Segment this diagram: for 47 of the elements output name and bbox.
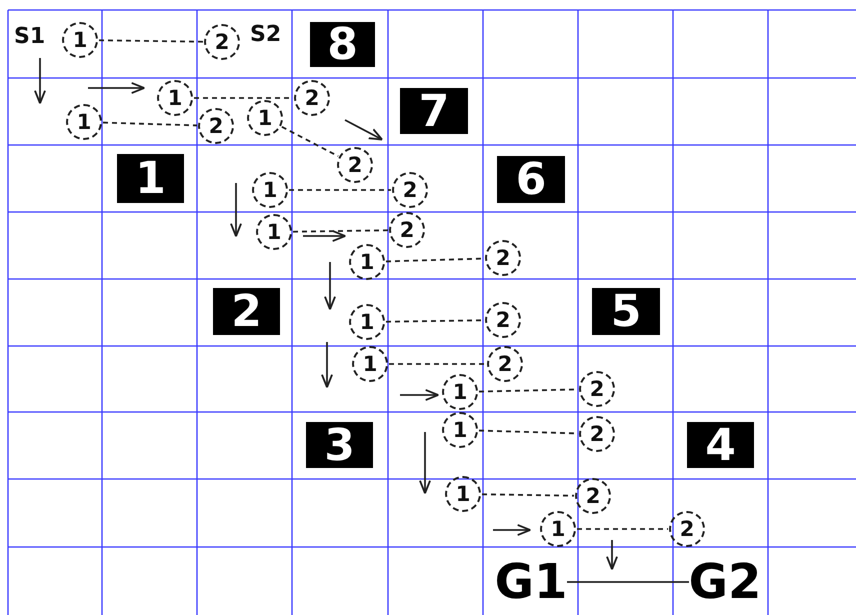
dashed-line (389, 363, 486, 365)
dashed-circle: 2 (204, 24, 240, 60)
dashed-circle: 1 (157, 80, 193, 116)
dashed-line (577, 528, 668, 530)
dashed-line (289, 189, 391, 191)
dashed-line (292, 229, 388, 233)
dashed-circle: 1 (442, 412, 478, 448)
number-block: 5 (592, 288, 660, 335)
dashed-circle: 1 (62, 22, 98, 58)
connector-line (567, 581, 689, 583)
dashed-circle: 2 (389, 212, 425, 248)
dashed-line (482, 493, 574, 497)
dashed-circle: 2 (294, 80, 330, 116)
dashed-circle: 1 (252, 172, 288, 208)
dashed-circle: 2 (485, 240, 521, 276)
number-block: 2 (213, 288, 280, 335)
dashed-circle: 1 (349, 244, 385, 280)
dashed-circle: 2 (485, 302, 521, 338)
dashed-circle: 2 (575, 478, 611, 514)
dashed-circle: 1 (247, 100, 283, 136)
dashed-circle: 1 (445, 476, 481, 512)
number-block: 4 (687, 422, 754, 468)
dashed-circle: 2 (392, 172, 428, 208)
number-block: 8 (310, 22, 375, 67)
dashed-circle: 2 (198, 108, 234, 144)
goal-label: G2 (683, 560, 767, 604)
dashed-circle: 1 (66, 104, 102, 140)
dashed-circle: 2 (337, 147, 373, 183)
dashed-circle: 1 (352, 346, 388, 382)
dashed-line (281, 126, 339, 157)
number-block: 1 (117, 154, 184, 203)
dashed-circle: 1 (256, 214, 292, 250)
dashed-circle: 2 (579, 371, 615, 407)
dashed-circle: 2 (669, 511, 705, 547)
dashed-line (98, 39, 204, 43)
number-block: 7 (400, 88, 468, 134)
number-block: 6 (497, 156, 565, 203)
dashed-circle: 1 (442, 374, 478, 410)
dashed-line (102, 122, 198, 126)
goal-label: G1 (489, 560, 573, 604)
start-label: S1 (14, 26, 46, 48)
dashed-circle: 1 (349, 304, 385, 340)
dashed-circle: 2 (487, 346, 523, 382)
start-label: S2 (250, 24, 282, 46)
dashed-circle: 2 (579, 416, 615, 452)
dashed-circle: 1 (540, 511, 576, 547)
number-block: 3 (306, 422, 373, 468)
